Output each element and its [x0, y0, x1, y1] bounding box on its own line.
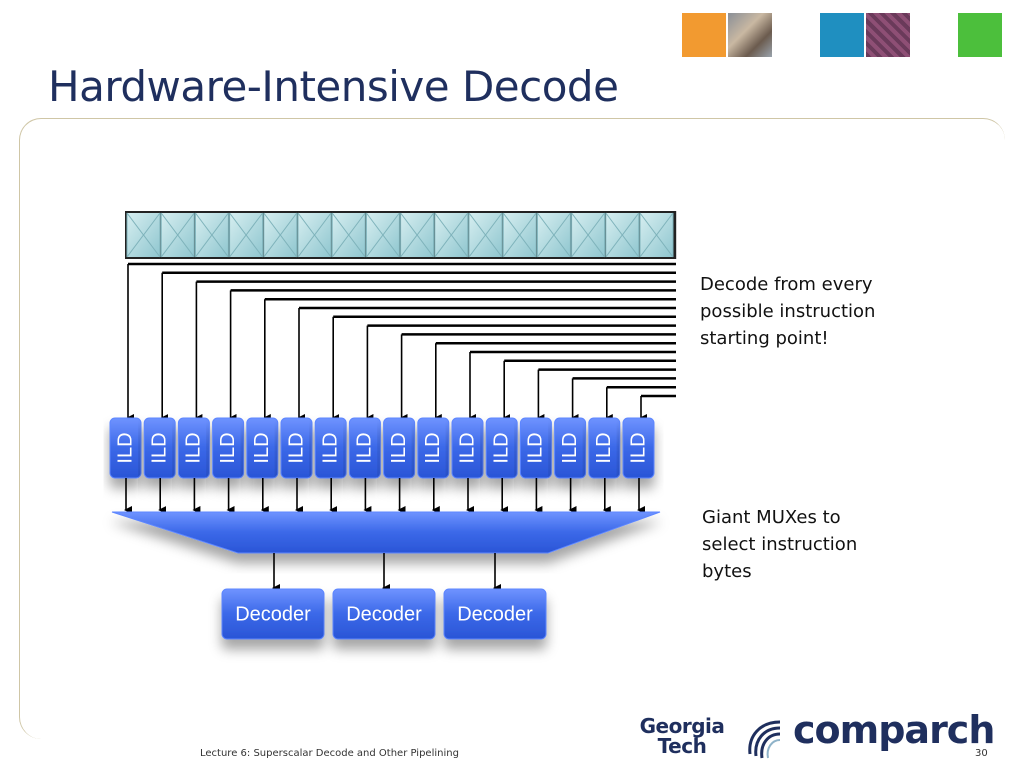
byte-wire — [126, 262, 676, 422]
ild-label: ILD — [525, 432, 547, 463]
decode-note-line: possible instruction — [700, 301, 876, 322]
mux-note-line: bytes — [702, 561, 752, 582]
instruction-byte-cell — [297, 212, 332, 258]
instruction-byte-cell — [502, 212, 537, 258]
byte-wire — [604, 385, 676, 422]
page-number: 30 — [975, 748, 988, 759]
instruction-byte-cell — [468, 212, 503, 258]
slide-title: Hardware-Intensive Decode — [48, 62, 619, 111]
byte-wire — [399, 333, 676, 422]
instruction-byte-cell — [434, 212, 469, 258]
instruction-byte-cell — [331, 212, 366, 258]
ild-label: ILD — [217, 432, 239, 463]
byte-wire — [639, 394, 676, 422]
content-frame — [19, 118, 1005, 739]
ild-block: ILD — [109, 417, 142, 479]
instruction-byte-cell — [605, 212, 640, 258]
logo-line-tech: Tech — [657, 734, 707, 758]
green-square — [958, 13, 1002, 57]
instruction-byte-cell — [229, 212, 264, 258]
teal-square — [820, 13, 864, 57]
ild-row: ILD ILD ILD ILD ILD ILD ILD ILD ILD ILD ILD ILD ILD I… — [109, 417, 655, 514]
decode-note: Decode from every possible instruction s… — [700, 271, 875, 352]
ild-block: ILD — [588, 417, 621, 479]
ild-block: ILD — [177, 417, 210, 479]
ild-label: ILD — [285, 432, 307, 463]
instruction-byte-cell — [571, 212, 606, 258]
byte-wires — [126, 262, 676, 422]
ild-label: ILD — [456, 432, 478, 463]
ild-label: ILD — [114, 432, 136, 463]
byte-wire — [468, 350, 676, 422]
campus-photo-thumbnail — [728, 13, 772, 57]
byte-wire — [262, 297, 676, 422]
decode-note-line: Decode from every — [700, 274, 873, 295]
ild-block: ILD — [554, 417, 587, 479]
instruction-byte-row — [125, 211, 677, 259]
decoder-block: Decoder — [332, 588, 436, 640]
instruction-byte-cell — [194, 212, 229, 258]
ild-block: ILD — [348, 417, 381, 479]
decoder-label: Decoder — [346, 603, 422, 625]
ild-block: ILD — [485, 417, 518, 479]
byte-wire — [228, 289, 676, 422]
ild-label: ILD — [319, 432, 341, 463]
ild-block: ILD — [212, 417, 245, 479]
instruction-byte-cell — [400, 212, 435, 258]
ild-label: ILD — [388, 432, 410, 463]
instruction-byte-cell — [126, 212, 161, 258]
mux-note-line: select instruction — [702, 534, 858, 555]
decoder-row: Decoder Decoder Decoder — [221, 588, 547, 640]
instruction-byte-cell — [639, 212, 674, 258]
ild-label: ILD — [251, 432, 273, 463]
mux-note: Giant MUXes to select instruction bytes — [702, 504, 857, 585]
ild-block: ILD — [314, 417, 347, 479]
georgia-tech-logo: Georgia Tech — [636, 716, 728, 756]
comparch-swirl-icon — [748, 720, 781, 759]
mux-note-line: Giant MUXes to — [702, 507, 841, 528]
ild-block: ILD — [417, 417, 450, 479]
chip-photo-thumbnail — [866, 13, 910, 57]
byte-wire — [570, 377, 676, 422]
byte-wire — [194, 280, 676, 422]
byte-wire — [297, 306, 676, 422]
decode-note-line: starting point! — [700, 328, 829, 349]
byte-wire — [536, 368, 676, 422]
footer-lecture-title: Lecture 6: Superscalar Decode and Other … — [200, 748, 459, 759]
ild-block: ILD — [519, 417, 552, 479]
ild-label: ILD — [148, 432, 170, 463]
ild-label: ILD — [559, 432, 581, 463]
ild-block: ILD — [143, 417, 176, 479]
byte-wire — [331, 315, 676, 422]
orange-square — [682, 13, 726, 57]
byte-wire — [433, 341, 676, 422]
instruction-byte-cell — [160, 212, 195, 258]
decoder-label: Decoder — [457, 603, 533, 625]
instruction-byte-cell — [263, 212, 298, 258]
decoder-block: Decoder — [443, 588, 547, 640]
ild-block: ILD — [451, 417, 484, 479]
ild-label: ILD — [490, 432, 512, 463]
comparch-wordmark: comparch — [793, 708, 995, 752]
ild-label: ILD — [183, 432, 205, 463]
ild-label: ILD — [627, 432, 649, 463]
mux-area — [111, 511, 661, 592]
instruction-byte-cell — [365, 212, 400, 258]
mux-trapezoid — [111, 511, 661, 554]
byte-wire — [365, 324, 676, 422]
ild-label: ILD — [593, 432, 615, 463]
ild-block: ILD — [383, 417, 416, 479]
ild-block: ILD — [280, 417, 313, 479]
decoder-label: Decoder — [235, 603, 311, 625]
logo-line-georgia: Georgia — [639, 714, 725, 738]
instruction-byte-cell — [536, 212, 571, 258]
ild-block: ILD — [246, 417, 279, 479]
ild-label: ILD — [422, 432, 444, 463]
ild-block: ILD — [622, 417, 655, 479]
byte-wire — [160, 271, 676, 422]
ild-label: ILD — [354, 432, 376, 463]
byte-wire — [502, 359, 676, 422]
decoder-block: Decoder — [221, 588, 325, 640]
